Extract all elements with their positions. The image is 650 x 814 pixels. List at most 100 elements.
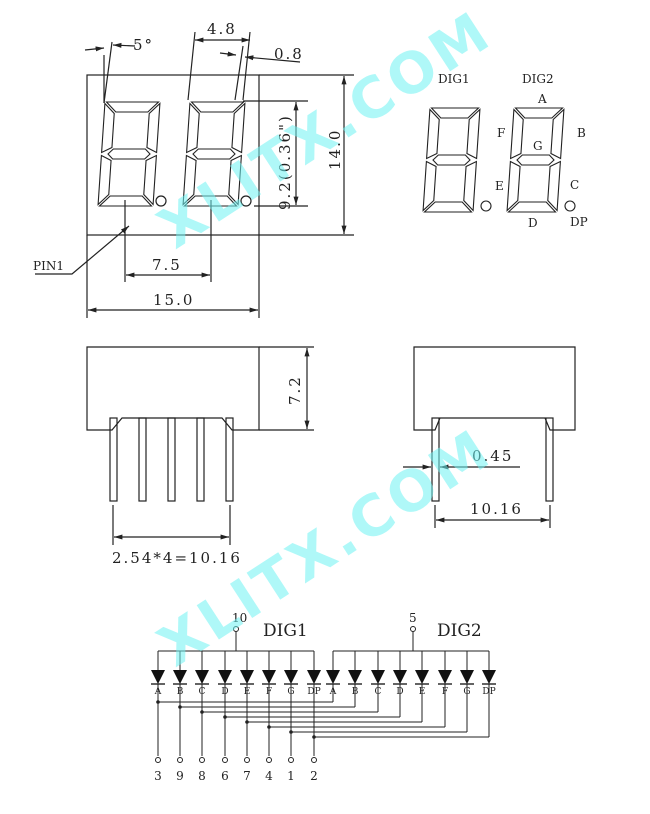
circuit-pin-number: 6 [221, 769, 229, 783]
circuit-segment-label: D [396, 687, 403, 697]
segment [231, 102, 246, 154]
pin-dia-label: 0.45 [472, 447, 513, 465]
segment [509, 108, 524, 160]
circuit-pin-number: 8 [198, 769, 206, 783]
segment [550, 108, 565, 160]
segment-label-dp: DP [570, 215, 588, 229]
segment-label-e: E [495, 179, 504, 193]
dig1-diode-b [173, 651, 187, 685]
circuit-segment-label: C [199, 687, 206, 697]
end-view-labels: 0.45 10.16 [470, 447, 523, 518]
segment [516, 154, 555, 166]
segment-label-b: B [577, 126, 586, 140]
height-label: 7.2 [286, 375, 304, 405]
segment [432, 154, 471, 166]
segment [507, 201, 557, 213]
segment [97, 154, 112, 206]
dig2-diode-g [460, 651, 474, 685]
segment-label-c: C [570, 178, 579, 192]
segment-map-digits [422, 107, 565, 213]
segment [463, 160, 478, 212]
common1-label: DIG1 [263, 621, 308, 641]
segment [423, 201, 473, 213]
pin1-label: PIN1 [33, 259, 64, 273]
segment [466, 108, 481, 160]
dig2-diode-d [393, 651, 407, 685]
body-height-label: 14.0 [326, 129, 344, 170]
segment-map-labels: DIG1 DIG2 A B C D E F G DP [438, 72, 588, 230]
dig2-diode-e [415, 651, 429, 685]
circuit-segment-label: A [329, 687, 337, 697]
segment [547, 160, 562, 212]
top-digit-1 [97, 101, 161, 207]
dig1-diode-dp [307, 651, 321, 685]
common2-pin-number: 5 [409, 611, 417, 625]
angle-label: 5° [133, 36, 154, 54]
circuit-segment-label: C [375, 687, 382, 697]
circuit-pin-number: 7 [243, 769, 251, 783]
segment [430, 107, 480, 119]
top-view-digits [97, 101, 246, 207]
segment [514, 107, 564, 119]
segment [228, 154, 243, 206]
segment-map-dp-2 [564, 200, 576, 212]
circuit-segment-label: G [463, 687, 470, 697]
segment-map-dig1: DIG1 [438, 72, 470, 86]
segment [190, 101, 245, 113]
circuit-segment-label: DP [307, 687, 320, 697]
dig2-diode-f [438, 651, 452, 685]
dig2-diode-a [326, 651, 340, 685]
circuit-segment-label: DP [482, 687, 495, 697]
dig2-diode-c [371, 651, 385, 685]
segment [192, 148, 236, 160]
segment [422, 160, 437, 212]
dig2-diode-b [348, 651, 362, 685]
segment [506, 160, 521, 212]
circuit-diodes [151, 651, 496, 685]
dig1-diode-g [284, 651, 298, 685]
segment-label-f: F [497, 126, 505, 140]
segment [143, 154, 158, 206]
end-view [403, 346, 576, 528]
map-digit-2 [506, 107, 565, 213]
end-view-body [413, 346, 576, 431]
segment-label-d: D [528, 216, 538, 230]
dig1-diode-d [218, 651, 232, 685]
segment [185, 102, 200, 154]
circuit-segment-label: G [287, 687, 294, 697]
circuit-segment-label: E [244, 687, 251, 697]
map-digit-1 [422, 107, 481, 213]
end-view-pin-right [545, 417, 554, 502]
body-width-label: 15.0 [153, 291, 194, 309]
top-digit-2 [182, 101, 246, 207]
top-view [35, 31, 354, 318]
common1-pin-number: 10 [232, 611, 247, 625]
end-view-pin-left [431, 417, 440, 502]
segment [107, 148, 151, 160]
circuit-pin-number: 2 [310, 769, 318, 783]
top-view-labels: 5° 4.8 0.8 9.2(0.36") 14.0 7.5 15.0 PIN1 [33, 20, 344, 309]
dig1-diode-c [195, 651, 209, 685]
side-view-pins [109, 417, 234, 502]
segment [146, 102, 161, 154]
circuit-pin-number: 1 [287, 769, 295, 783]
dig1-diode-f [262, 651, 276, 685]
side-view-labels: 7.2 2.54*4=10.16 [112, 375, 304, 567]
circuit-segment-label: E [419, 687, 426, 697]
segment-label-g: G [533, 139, 543, 153]
pin-pitch-label: 2.54*4=10.16 [112, 549, 242, 567]
circuit-pin-number: 3 [154, 769, 162, 783]
circuit-segment-label: F [442, 687, 448, 697]
segment [183, 195, 238, 207]
common2-label: DIG2 [437, 621, 482, 641]
segment [182, 154, 197, 206]
circuit-pin-number: 9 [176, 769, 184, 783]
segment-label-a: A [537, 92, 547, 106]
segment-map-dp-1 [480, 200, 492, 212]
segment [98, 195, 153, 207]
segment-width-label: 0.8 [274, 45, 304, 63]
row-spacing-label: 10.16 [470, 500, 523, 518]
